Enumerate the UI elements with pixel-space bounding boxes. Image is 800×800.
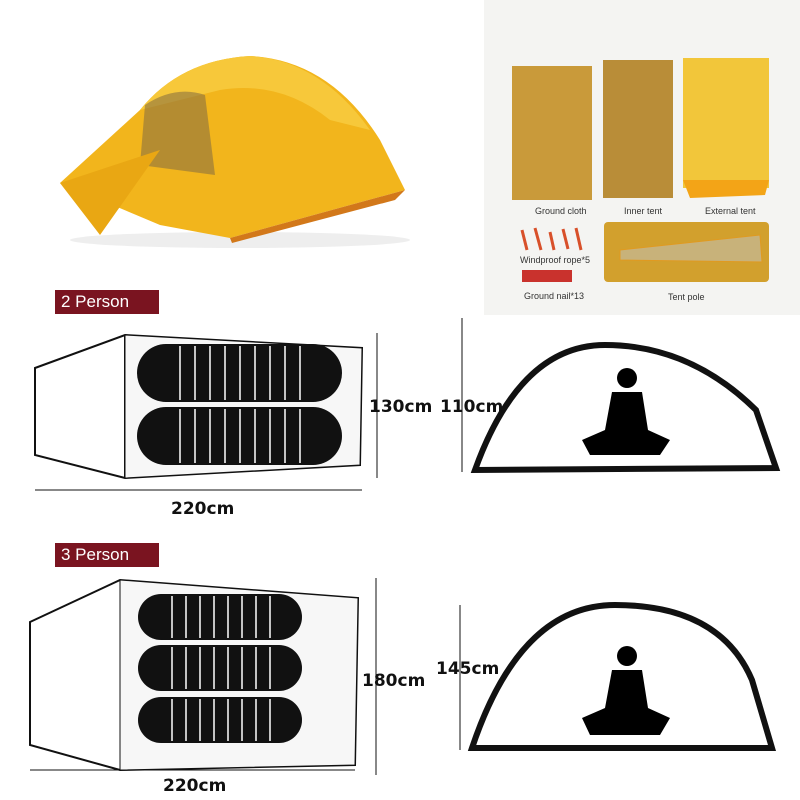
side-view-2p [461, 318, 781, 474]
ground-nails [522, 270, 572, 282]
three-person-height: 145cm [436, 659, 500, 679]
inner-tent-bag [603, 60, 673, 198]
accessories-panel [484, 0, 800, 315]
two-person-length: 220cm [171, 499, 235, 519]
three-person-label: 3 Person [55, 543, 159, 567]
ropes [520, 227, 583, 251]
label-ground-nail: Ground nail*13 [524, 291, 585, 301]
external-tent-bag [683, 58, 769, 188]
two-person-width: 130cm [369, 397, 433, 417]
two-person-height: 110cm [440, 397, 504, 417]
three-person-length: 220cm [163, 776, 227, 796]
floor-plan-3p [29, 578, 377, 775]
label-windproof-rope: Windproof rope*5 [520, 255, 591, 265]
ground-cloth-bag [512, 66, 592, 200]
label-external-tent: External tent [705, 206, 756, 216]
person-silhouette-icon [582, 646, 670, 735]
tent-photo [60, 56, 410, 248]
side-view-3p [459, 601, 777, 751]
three-person-width: 180cm [362, 671, 426, 691]
person-silhouette-icon [582, 368, 670, 455]
label-tent-pole: Tent pole [668, 292, 705, 302]
two-person-label: 2 Person [55, 290, 159, 314]
label-inner-tent: Inner tent [624, 206, 663, 216]
floor-plan-2p [34, 333, 378, 491]
label-ground-cloth: Ground cloth [535, 206, 587, 216]
